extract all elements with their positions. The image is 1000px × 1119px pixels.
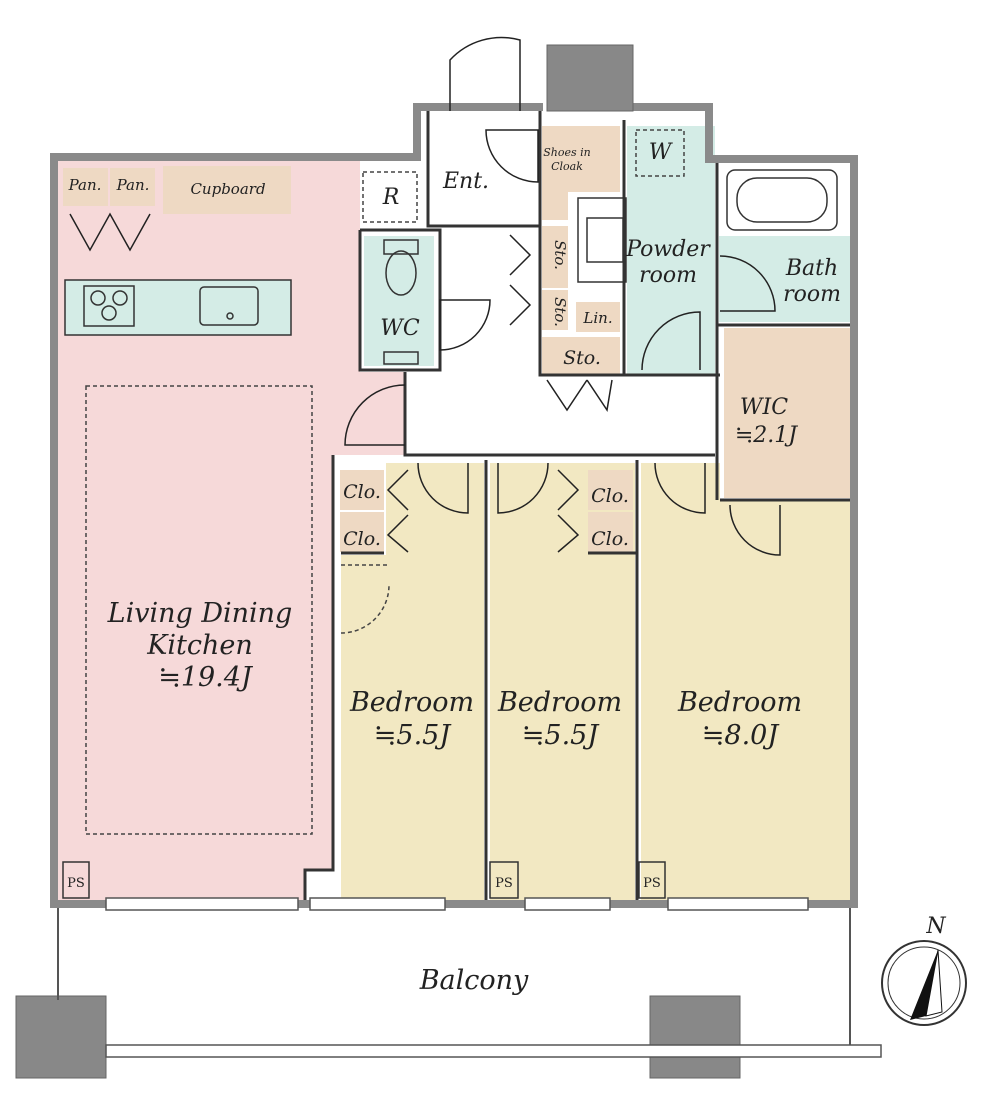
bath-room-label-line1: Bath [785, 256, 838, 281]
balcony-label: Balcony [419, 965, 529, 996]
storage-upper-area [542, 226, 568, 288]
storage-upper-label: Sto. [551, 240, 569, 270]
bath-room-area [719, 236, 850, 322]
column-top [546, 44, 634, 112]
storage-main-label: Sto. [563, 347, 601, 369]
shoes-cloak-label-line2: Cloak [551, 160, 583, 173]
living-dashed-zone [85, 385, 313, 835]
shoes-cloak-area [542, 126, 620, 192]
wic-label: WIC [740, 395, 788, 420]
column-bottom-left [15, 995, 107, 1079]
toilet-icon [383, 239, 419, 365]
closet-1a-label: Clo. [343, 481, 381, 503]
north-label: N [925, 914, 946, 939]
refrigerator-label: R [382, 185, 400, 210]
washer-space [635, 129, 685, 177]
bedroom-1-door-swing [340, 584, 390, 634]
exterior-walls [50, 103, 858, 908]
pantry-1-label: Pan. [68, 176, 102, 194]
shoes-cloak-lower-area [542, 192, 568, 220]
bath-room-label-line2: room [783, 282, 841, 307]
closet-2a-area [588, 470, 633, 510]
cupboard-area [163, 166, 291, 214]
south-windows [105, 897, 809, 911]
cupboard-label: Cupboard [190, 180, 265, 198]
bedroom-1-area-label: ≒5.5J [374, 720, 453, 751]
wc-area [364, 236, 434, 366]
powder-room-label-line2: room [639, 263, 697, 288]
storage-lower-area [542, 290, 568, 330]
bedroom-3-area-label: ≒8.0J [702, 720, 781, 751]
wc-label: WC [380, 316, 420, 341]
vanity-icon [577, 197, 627, 283]
bedroom-1-upper-area [386, 463, 484, 560]
ps-label-1: PS [67, 876, 85, 891]
closet-2b-area [588, 512, 633, 552]
column-bottom-right [649, 995, 741, 1079]
closet-1a-area [340, 470, 384, 510]
balcony [57, 908, 882, 1058]
ps-box-1 [62, 861, 90, 899]
wic-area-label: ≒2.1J [735, 423, 798, 448]
living-area-label: ≒19.4J [158, 662, 254, 693]
ps-box-2 [489, 861, 519, 899]
pantry-2-label: Pan. [116, 176, 150, 194]
closet-1b-label: Clo. [343, 528, 381, 550]
linen-area [576, 302, 620, 332]
ps-label-3: PS [643, 876, 661, 891]
pantry-2-area [110, 168, 155, 206]
pantry-1-area [63, 168, 108, 206]
entrance-label: Ent. [442, 169, 489, 194]
storage-lower-label: Sto. [551, 297, 569, 327]
powder-room-label-line1: Powder [625, 237, 711, 262]
storage-main-area [542, 337, 620, 375]
wic-area [724, 328, 850, 498]
doors [69, 36, 781, 556]
bedroom-2-label: Bedroom [497, 687, 622, 718]
kitchen-sink-icon [199, 286, 259, 326]
bedroom-2-area-label: ≒5.5J [522, 720, 601, 751]
closet-1b-area [340, 512, 384, 552]
living-dining-kitchen-area [58, 160, 405, 900]
closet-2b-label: Clo. [591, 528, 629, 550]
refrigerator-space [362, 171, 418, 223]
living-label-line2: Kitchen [146, 630, 253, 661]
kitchen-counter-outline [64, 279, 292, 336]
north-arrow-icon [881, 940, 967, 1026]
bedroom-1-area [341, 555, 484, 900]
cooktop-icon [83, 285, 135, 327]
washer-label: W [649, 140, 674, 165]
interior-walls [303, 111, 850, 900]
ps-box-3 [638, 861, 666, 899]
bedroom-3-area [641, 463, 850, 900]
linen-label: Lin. [582, 309, 612, 327]
ps-label-2: PS [495, 876, 513, 891]
bathtub-icon [726, 169, 838, 231]
bedroom-1-label: Bedroom [349, 687, 474, 718]
bedroom-3-label: Bedroom [677, 687, 802, 718]
living-label-line1: Living Dining [107, 598, 293, 629]
shoes-cloak-label-line1: Shoes in [543, 146, 591, 159]
closet-2a-label: Clo. [591, 485, 629, 507]
